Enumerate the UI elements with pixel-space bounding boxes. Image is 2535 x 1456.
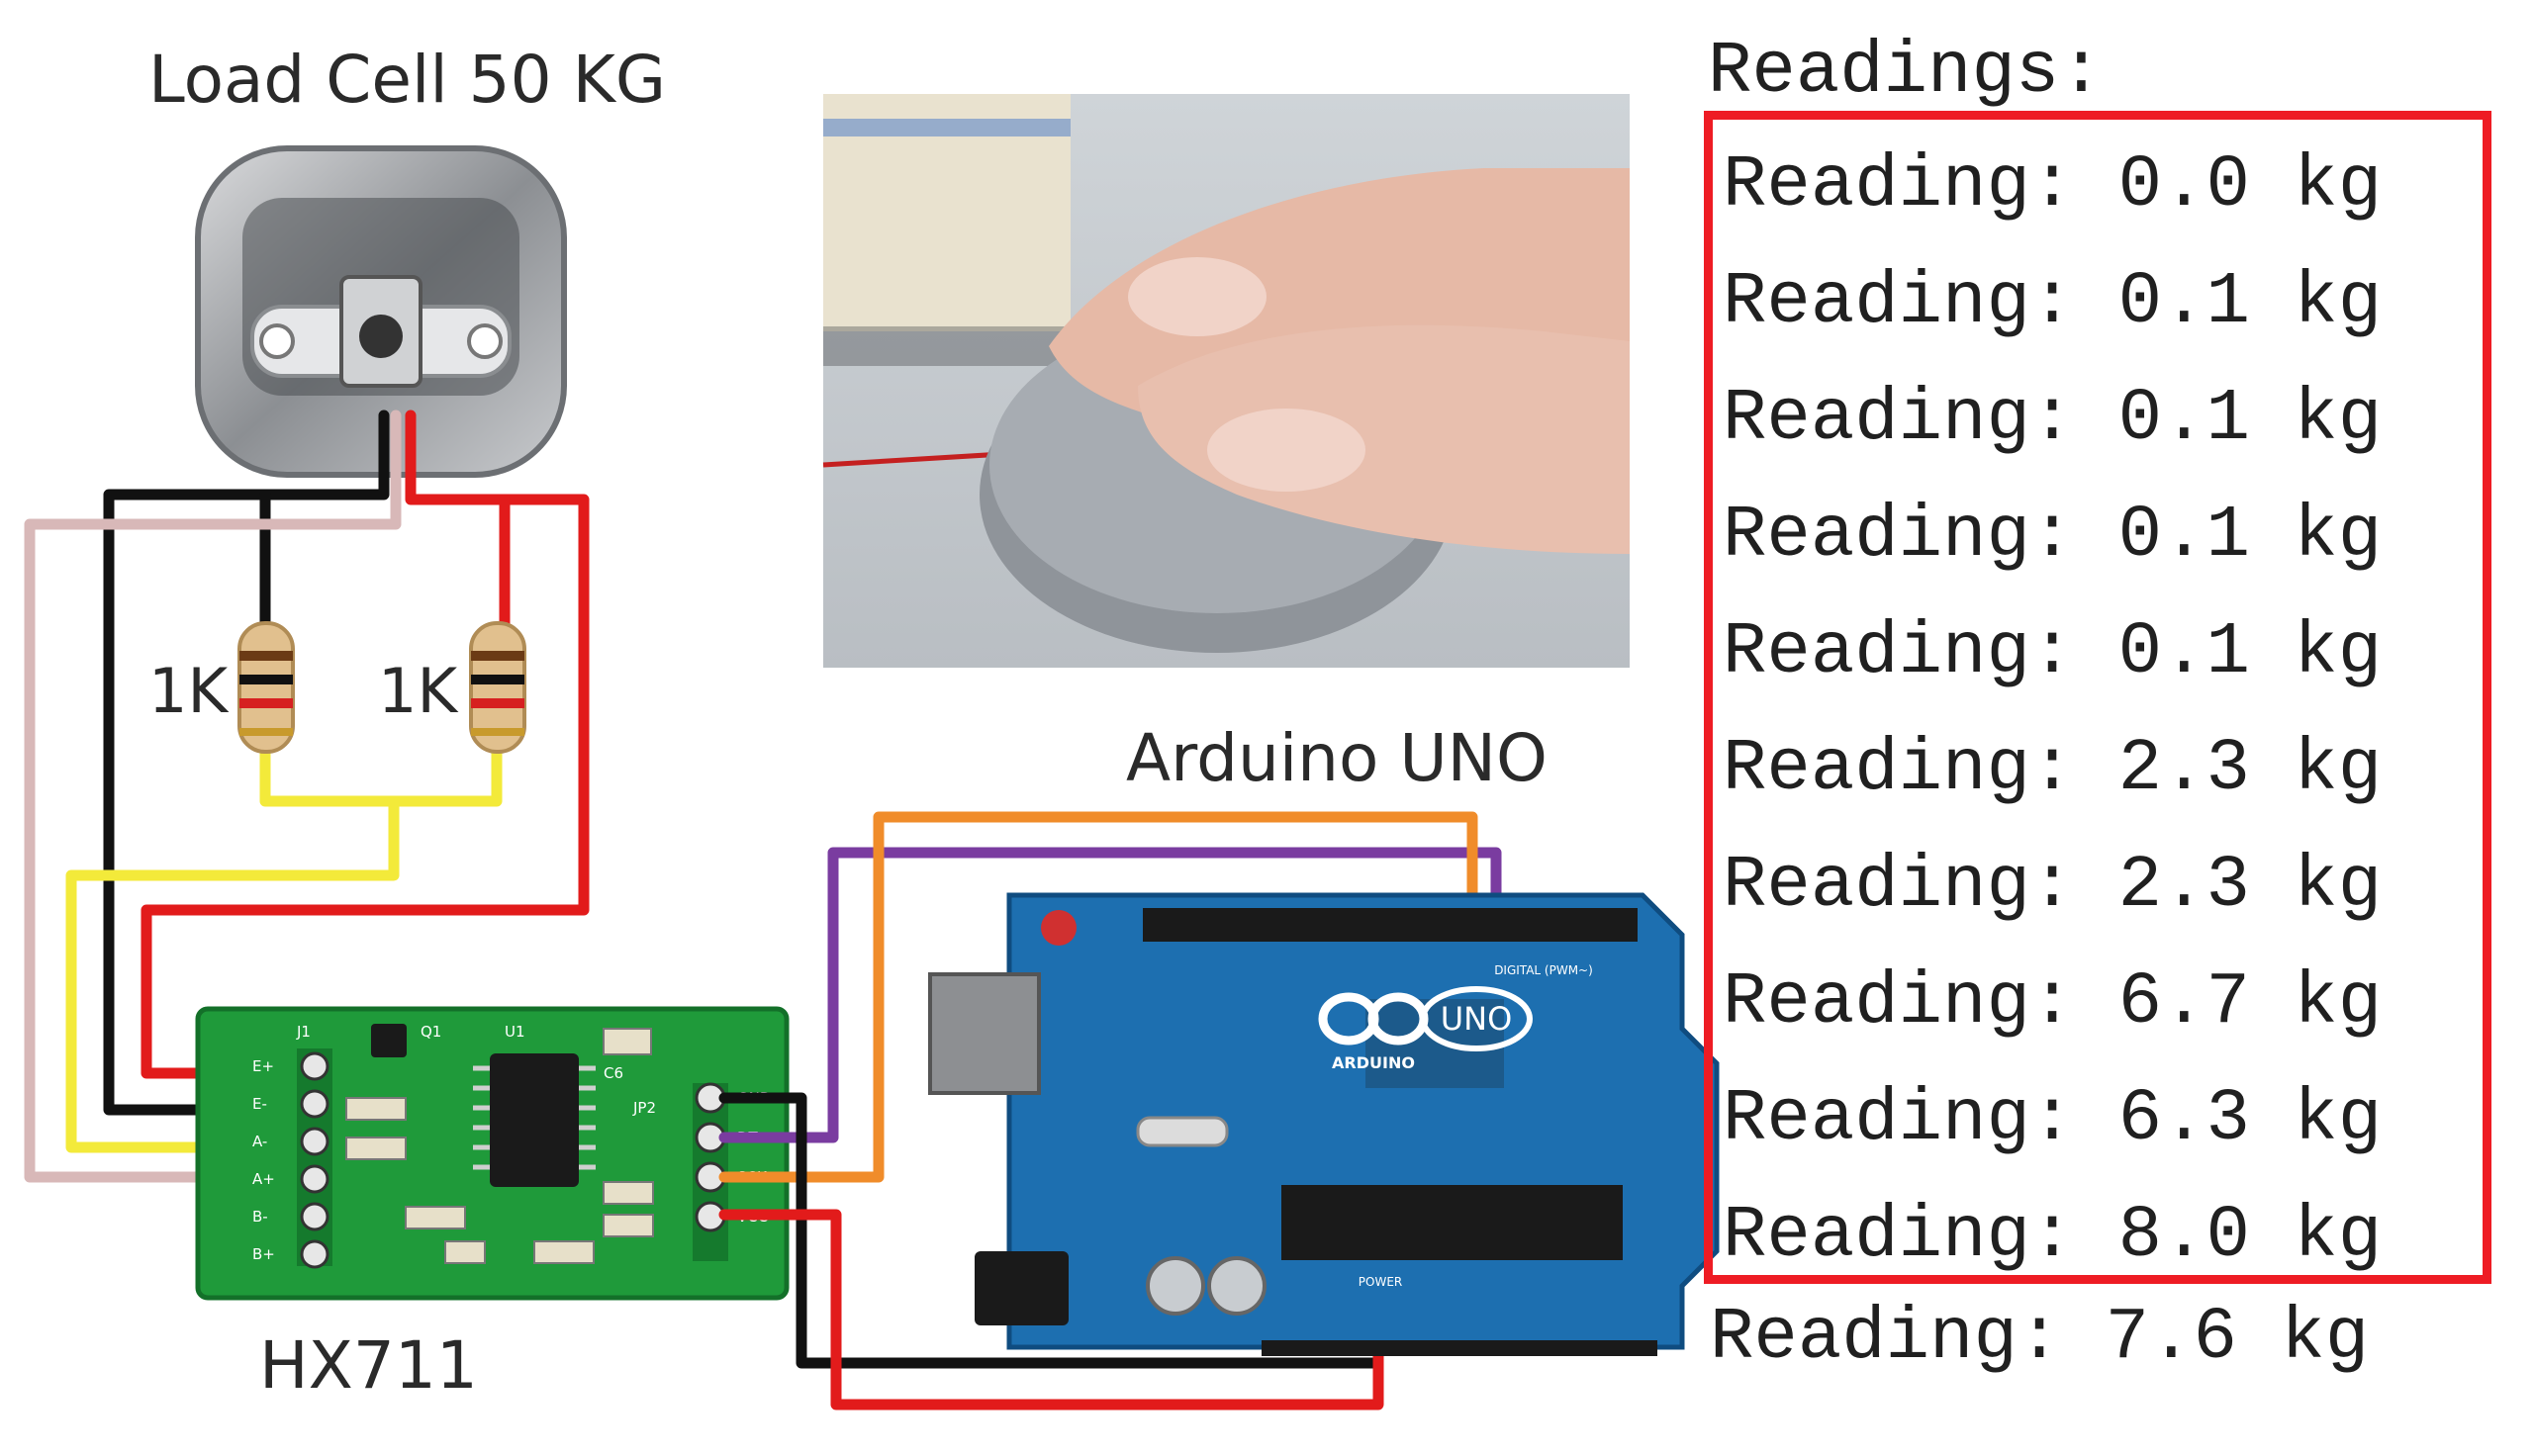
resistor-right <box>469 621 526 754</box>
hx711-label: HX711 <box>259 1327 478 1404</box>
serial-output-panel: Readings: Reading: 0.0 kg Reading: 0.1 k… <box>1700 20 2521 1444</box>
reading-line: Reading: 0.1 kg <box>1723 495 2383 578</box>
reading-line: Reading: 8.0 kg <box>1723 1195 2383 1278</box>
load-cell-wires <box>24 410 590 1183</box>
arduino-digital-label: DIGITAL (PWM~) <box>1494 963 1593 977</box>
hx711-pin-aminus: A- <box>252 1133 267 1150</box>
hx711-pin-eplus: E+ <box>252 1057 274 1075</box>
hx711-silk-q1: Q1 <box>421 1023 441 1041</box>
hx711-pin-aplus: A+ <box>252 1170 275 1188</box>
arduino-power-label: POWER <box>1359 1275 1402 1289</box>
serial-heading: Readings: <box>1708 31 2104 114</box>
resistor-left-label: 1K <box>148 655 229 727</box>
hx711-board: E+ E- A- A+ B- B+ GND DT SCK VCC J1 Q1 U… <box>195 1006 790 1301</box>
reading-line-last: Reading: 7.6 kg <box>1710 1297 2370 1380</box>
arduino-label: Arduino UNO <box>1126 720 1549 796</box>
hx711-pin-bminus: B- <box>252 1208 268 1226</box>
arduino-model-label: UNO <box>1441 1000 1513 1038</box>
arduino-uno-board: UNO ARDUINO DIGITAL (PWM~) POWER <box>928 892 1720 1356</box>
hx711-silk-jp2: JP2 <box>632 1099 656 1117</box>
hx711-arduino-wires <box>718 811 1502 1410</box>
hx711-pin-eminus: E- <box>252 1095 267 1113</box>
highlight-box: Reading: 0.0 kg Reading: 0.1 kg Reading:… <box>1704 111 2491 1284</box>
hx711-pin-bplus: B+ <box>252 1245 275 1263</box>
hx711-silk-c6: C6 <box>604 1064 623 1082</box>
resistor-right-label: 1K <box>378 655 458 727</box>
reading-line: Reading: 6.3 kg <box>1723 1078 2383 1161</box>
load-cell <box>195 145 567 478</box>
reading-line: Reading: 2.3 kg <box>1723 845 2383 928</box>
hx711-silk-u1: U1 <box>505 1023 525 1041</box>
reading-line: Reading: 0.1 kg <box>1723 378 2383 461</box>
reading-line: Reading: 0.0 kg <box>1723 144 2383 228</box>
reading-line: Reading: 0.1 kg <box>1723 261 2383 344</box>
load-cell-photo <box>822 94 1630 668</box>
arduino-brand-label: ARDUINO <box>1332 1053 1415 1072</box>
reading-line: Reading: 6.7 kg <box>1723 961 2383 1045</box>
reading-line: Reading: 0.1 kg <box>1723 611 2383 694</box>
reading-line: Reading: 2.3 kg <box>1723 728 2383 811</box>
resistor-left <box>237 621 295 754</box>
hx711-silk-j1: J1 <box>296 1023 311 1041</box>
load-cell-label: Load Cell 50 KG <box>148 42 667 118</box>
